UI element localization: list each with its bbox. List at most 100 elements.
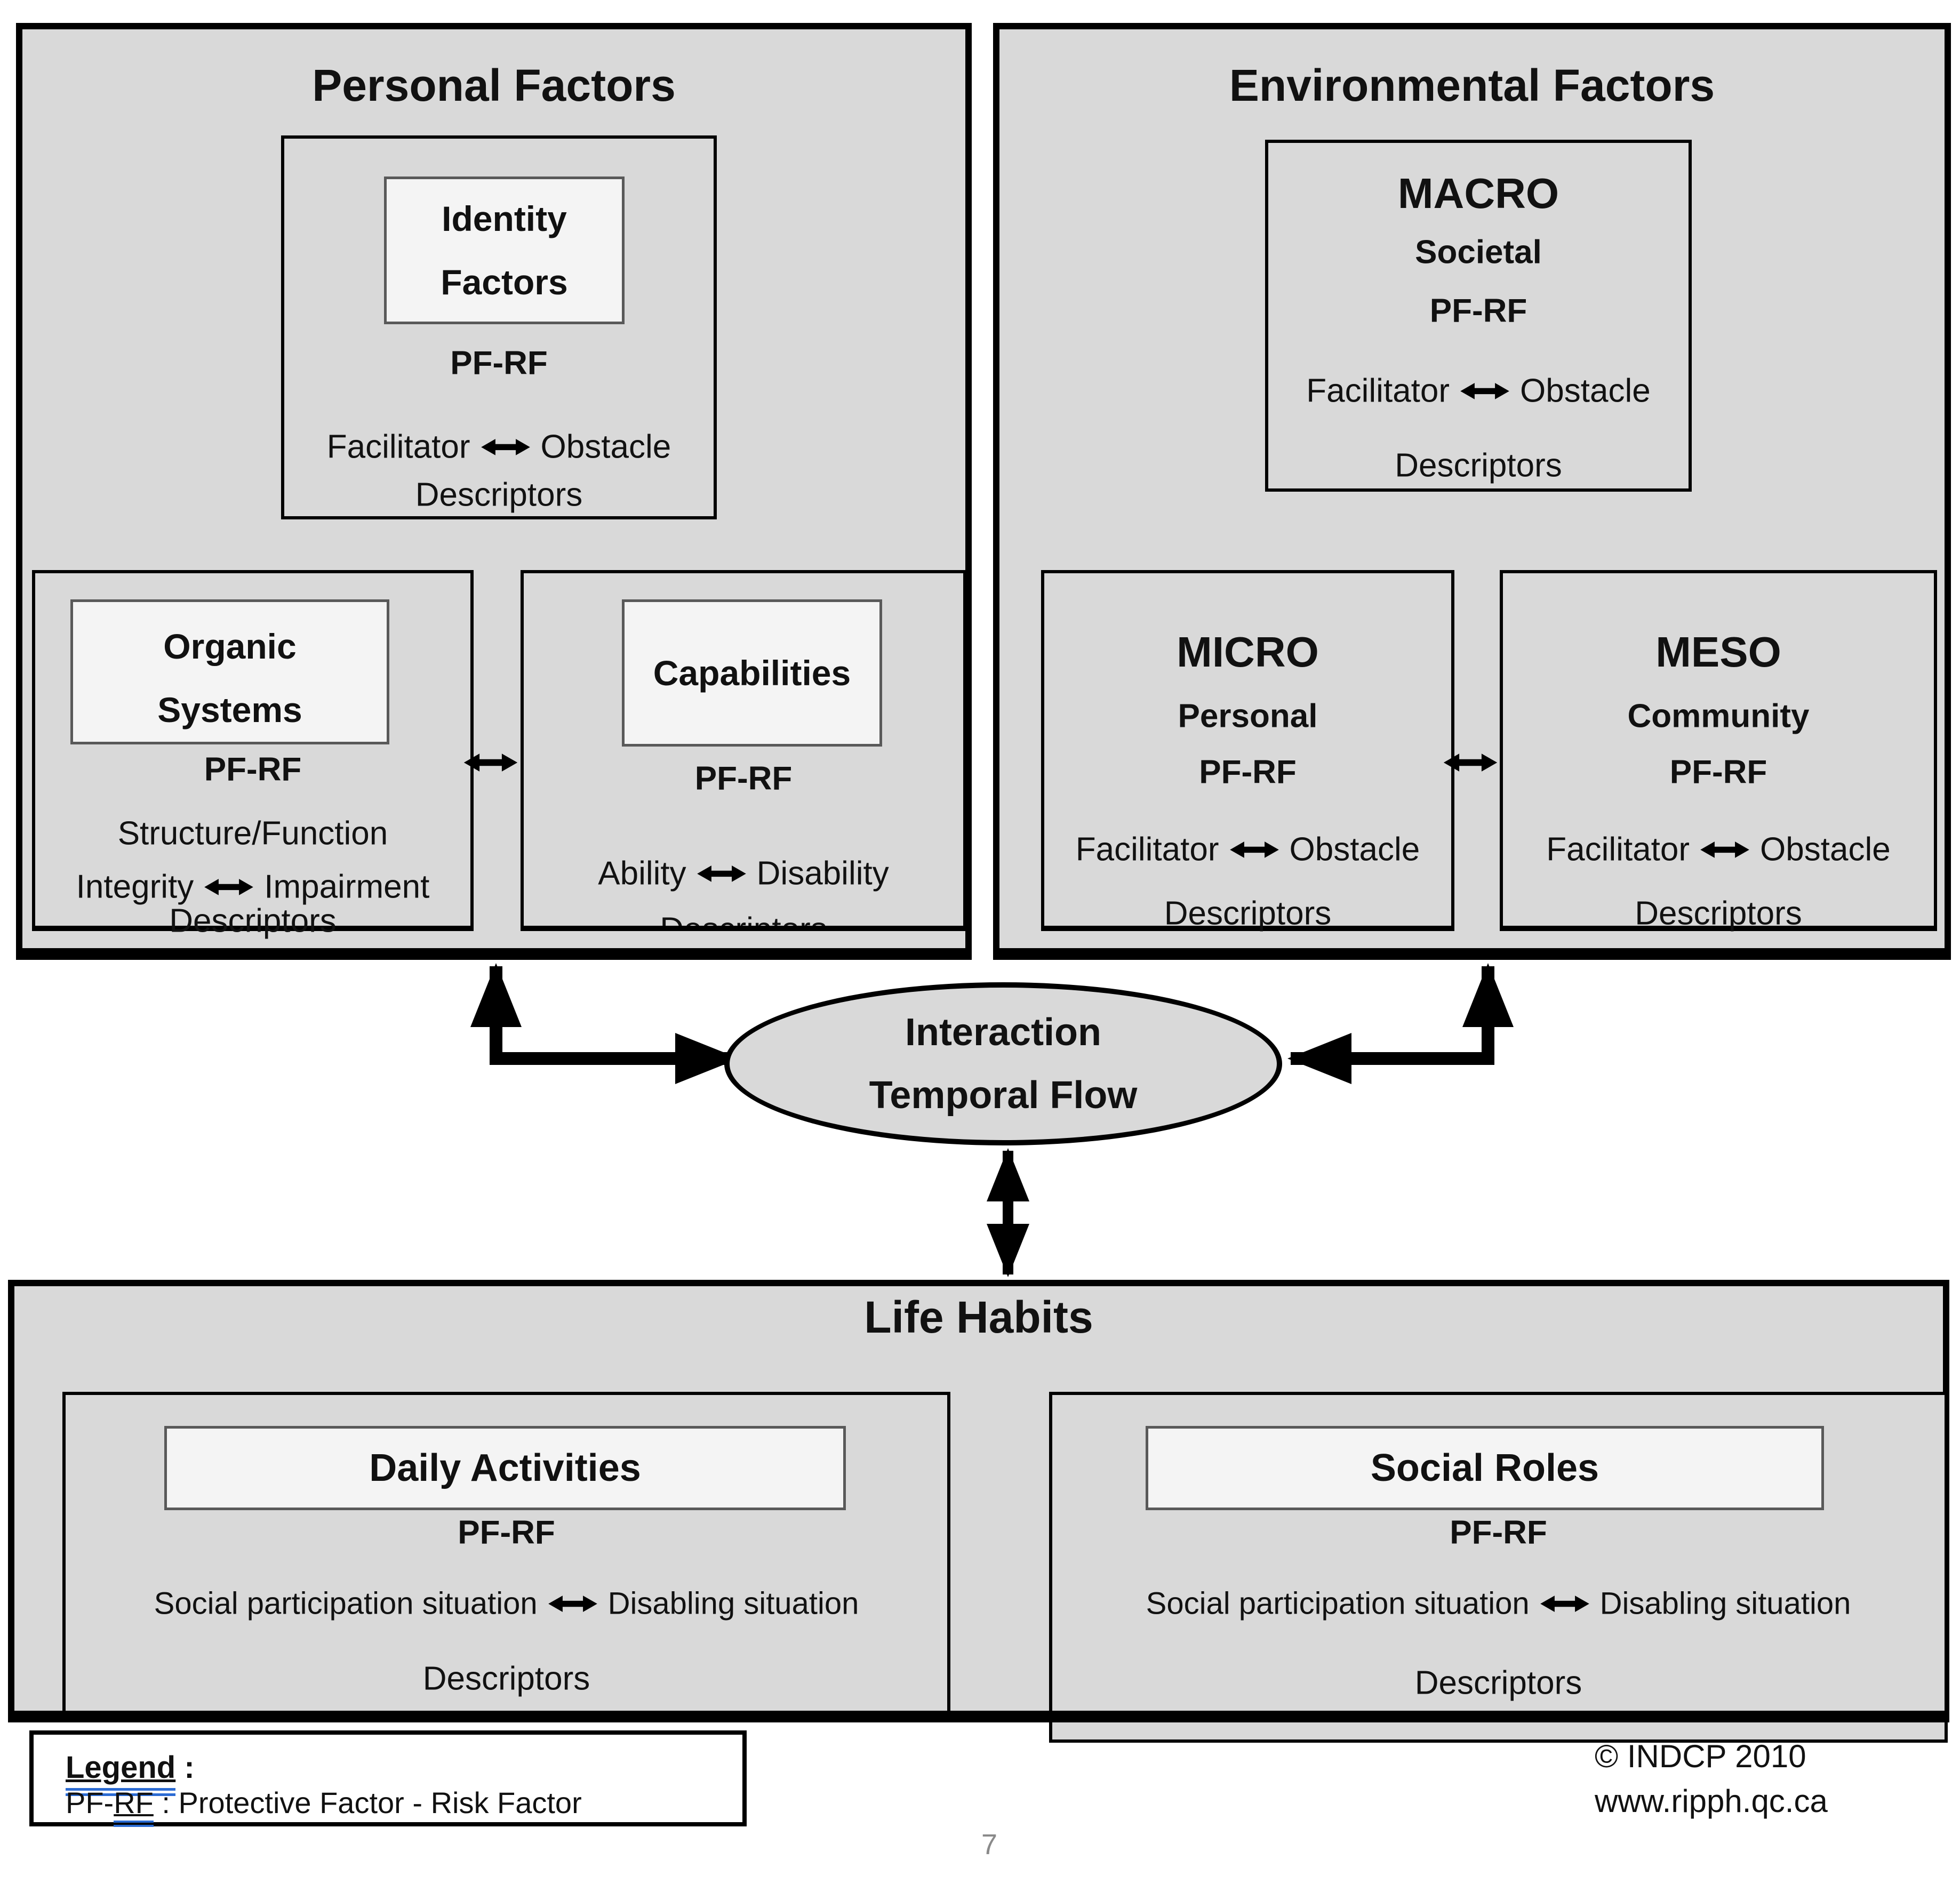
copyright-text: © INDCP 2010: [1595, 1738, 1806, 1774]
daily-activities-box: Daily Activities PF-RF Social participat…: [62, 1392, 950, 1714]
macro-title: MACRO: [1397, 170, 1559, 217]
legend-entry-rf: RF: [114, 1786, 154, 1827]
life-habits-box: Life Habits Daily Activities PF-RF Socia…: [8, 1280, 1949, 1743]
personal-factors-box: Personal Factors Identity Factors PF-RF …: [16, 23, 972, 960]
capabilities-pf-rf: PF-RF: [694, 760, 793, 797]
spectrum-right-label: Disability: [756, 855, 889, 892]
micro-title: MICRO: [1177, 628, 1319, 676]
micro-box: MICRO Personal PF-RF Facilitator Obstacl…: [1041, 570, 1454, 931]
spectrum-left-label: Facilitator: [1075, 831, 1219, 868]
micro-meso-arrow-icon: [1437, 750, 1503, 775]
capabilities-title: Capabilities: [653, 653, 851, 693]
micro-descriptors: Descriptors: [1164, 895, 1332, 932]
daily-activities-descriptors: Descriptors: [422, 1660, 590, 1697]
micro-facilitator-obstacle-row: Facilitator Obstacle: [1044, 832, 1451, 867]
organic-title-line2: Systems: [157, 690, 302, 730]
capabilities-ability-disability-row: Ability Disability: [524, 856, 963, 891]
identity-title-line2: Factors: [441, 262, 568, 302]
left-right-arrow-icon: [1699, 838, 1750, 861]
legend-title-word: Legend: [66, 1750, 176, 1796]
spectrum-right-label: Obstacle: [540, 428, 671, 466]
interaction-ellipse: Interaction Temporal Flow: [724, 982, 1282, 1145]
micro-subtitle: Personal: [1178, 698, 1318, 735]
footer-credits: © INDCP 2010 www.ripph.qc.ca: [1595, 1734, 1957, 1824]
legend-title-colon: :: [175, 1750, 195, 1785]
life-habits-title: Life Habits: [864, 1292, 1093, 1342]
spectrum-left-label: Integrity: [76, 868, 194, 905]
organic-title-line1: Organic: [163, 627, 297, 667]
website-text: www.ripph.qc.ca: [1595, 1783, 1828, 1819]
spectrum-left-label: Facilitator: [326, 428, 470, 466]
meso-box: MESO Community PF-RF Facilitator Obstacl…: [1500, 570, 1937, 931]
environmental-factors-box: Environmental Factors MACRO Societal PF-…: [993, 23, 1951, 960]
personal-factors-title: Personal Factors: [312, 60, 676, 110]
left-right-arrow-icon: [1459, 380, 1510, 402]
legend-entry-prefix: PF-: [66, 1786, 114, 1819]
micro-pf-rf: PF-RF: [1199, 753, 1297, 791]
organic-descriptors: Descriptors: [169, 902, 337, 940]
personal-interaction-arrow: [470, 963, 739, 1084]
organic-capabilities-arrow-icon: [458, 750, 524, 775]
spectrum-left-label: Social participation situation: [154, 1586, 538, 1621]
spectrum-right-label: Obstacle: [1520, 372, 1651, 410]
organic-systems-title-box: Organic Systems: [70, 599, 389, 744]
daily-activities-situation-row: Social participation situation Disabling…: [66, 1588, 947, 1621]
identity-factors-title-box: Identity Factors: [384, 177, 625, 324]
daily-activities-title: Daily Activities: [369, 1447, 641, 1489]
spectrum-right-label: Disabling situation: [1599, 1586, 1851, 1621]
legend-box: Legend : PF-RF : Protective Factor - Ris…: [29, 1730, 747, 1827]
spectrum-left-label: Social participation situation: [1146, 1586, 1530, 1621]
identity-facilitator-obstacle-row: Facilitator Obstacle: [284, 429, 714, 464]
life-habits-bottom-border: [8, 1711, 1949, 1722]
left-right-arrow-icon: [1539, 1593, 1590, 1615]
daily-activities-pf-rf: PF-RF: [458, 1514, 555, 1551]
identity-pf-rf: PF-RF: [450, 344, 548, 382]
capabilities-descriptors: Descriptors: [660, 911, 827, 931]
left-right-arrow-icon: [203, 876, 254, 898]
capabilities-title-box: Capabilities: [622, 599, 882, 747]
identity-title-line1: Identity: [442, 198, 567, 238]
left-right-arrow-icon: [1229, 838, 1280, 861]
macro-box: MACRO Societal PF-RF Facilitator Obstacl…: [1265, 140, 1692, 492]
identity-factors-box: Identity Factors PF-RF Facilitator Obsta…: [281, 135, 717, 519]
left-right-arrow-icon: [480, 436, 531, 458]
interaction-line2: Temporal Flow: [869, 1074, 1138, 1117]
meso-title: MESO: [1655, 628, 1781, 676]
macro-subtitle: Societal: [1415, 234, 1542, 271]
interaction-line1: Interaction: [905, 1011, 1102, 1054]
daily-activities-title-box: Daily Activities: [164, 1426, 846, 1510]
legend-entry-definition: : Protective Factor - Risk Factor: [153, 1786, 582, 1819]
left-right-arrow-icon: [547, 1593, 598, 1615]
spectrum-left-label: Facilitator: [1546, 831, 1690, 868]
spectrum-right-label: Disabling situation: [607, 1586, 859, 1621]
spectrum-left-label: Facilitator: [1306, 372, 1450, 410]
spectrum-right-label: Obstacle: [1760, 831, 1891, 868]
macro-pf-rf: PF-RF: [1429, 292, 1527, 330]
organic-pf-rf: PF-RF: [204, 751, 302, 788]
organic-systems-box: Organic Systems PF-RF Structure/Function…: [32, 570, 474, 939]
spectrum-right-label: Obstacle: [1289, 831, 1420, 868]
macro-facilitator-obstacle-row: Facilitator Obstacle: [1268, 373, 1689, 408]
organic-dimension: Structure/Function: [117, 815, 388, 852]
environmental-factors-title: Environmental Factors: [1229, 60, 1715, 110]
meso-pf-rf: PF-RF: [1669, 753, 1767, 791]
meso-descriptors: Descriptors: [1635, 895, 1802, 932]
social-roles-title: Social Roles: [1370, 1447, 1599, 1489]
page-number: 7: [981, 1829, 998, 1861]
capabilities-box: Capabilities PF-RF Ability Disability De…: [521, 570, 966, 931]
social-roles-situation-row: Social participation situation Disabling…: [1052, 1588, 1945, 1621]
legend-title: Legend :: [66, 1750, 710, 1796]
meso-subtitle: Community: [1627, 698, 1810, 735]
left-right-arrow-icon: [696, 862, 747, 885]
organic-integrity-impairment-row: Integrity Impairment: [35, 869, 470, 904]
legend-entry: PF-RF : Protective Factor - Risk Factor: [66, 1785, 710, 1827]
social-roles-box: Social Roles PF-RF Social participation …: [1049, 1392, 1948, 1743]
spectrum-right-label: Impairment: [264, 868, 430, 905]
social-roles-pf-rf: PF-RF: [1450, 1514, 1547, 1551]
identity-descriptors: Descriptors: [415, 476, 583, 514]
spectrum-left-label: Ability: [598, 855, 686, 892]
environmental-interaction-arrow: [1287, 963, 1514, 1084]
meso-facilitator-obstacle-row: Facilitator Obstacle: [1503, 832, 1934, 867]
social-roles-title-box: Social Roles: [1146, 1426, 1824, 1510]
